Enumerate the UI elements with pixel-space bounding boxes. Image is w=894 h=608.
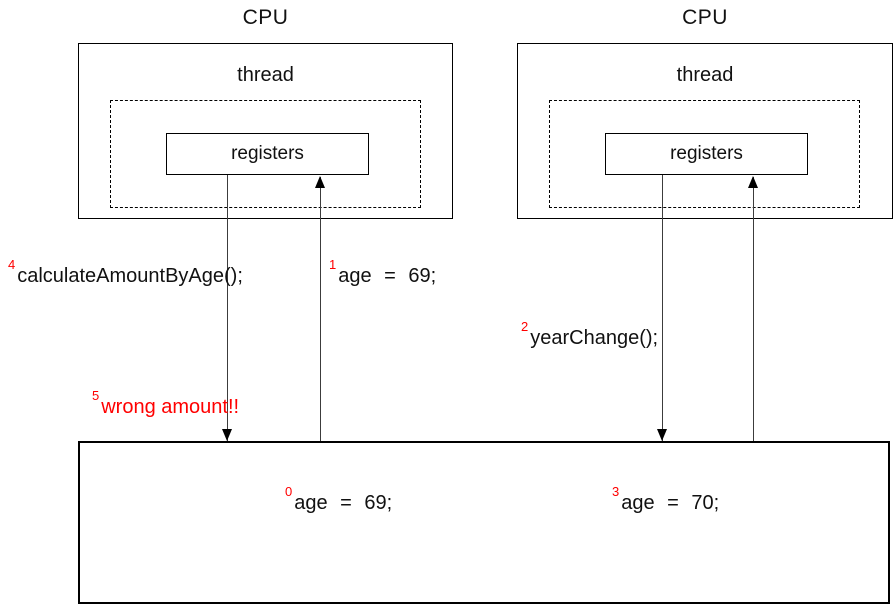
thread-label-left: thread <box>237 64 294 86</box>
registers-label-left: registers <box>231 143 304 164</box>
annotation-wrong-amount: 5wrong amount!! <box>92 383 239 420</box>
step-number-2: 2 <box>521 319 529 334</box>
load-arrowhead-right <box>748 176 758 188</box>
annotation-load-age-69-text: age = 69; <box>338 265 437 287</box>
memory-value-left-text: age = 69; <box>294 492 393 514</box>
annotation-year-change-text: yearChange(); <box>530 327 659 349</box>
annotation-calculate-amount: 4calculateAmountByAge(); <box>8 252 243 289</box>
cpu-title-right: CPU <box>682 6 728 29</box>
thread-label-right: thread <box>676 64 734 86</box>
registers-label-right: registers <box>670 143 743 164</box>
annotation-wrong-amount-text: wrong amount!! <box>101 396 240 418</box>
cpu-box-left: thread registers <box>78 43 453 219</box>
memory-box: 0age = 69; 3age = 70; <box>78 441 890 604</box>
step-number-4: 4 <box>8 257 16 272</box>
store-arrowhead-left <box>222 429 232 441</box>
memory-value-left: 0age = 69; <box>285 479 392 516</box>
annotation-load-age-69: 1age = 69; <box>329 252 436 289</box>
step-number-5: 5 <box>92 388 100 403</box>
cpu-title-left: CPU <box>242 6 289 29</box>
thread-boundary-right: registers <box>549 100 860 208</box>
step-number-3: 3 <box>612 484 620 499</box>
load-arrowhead-left <box>315 176 325 188</box>
store-arrow-line-right <box>662 175 663 441</box>
store-arrowhead-right <box>657 429 667 441</box>
step-number-1: 1 <box>329 257 337 272</box>
store-arrow-line-left <box>227 175 228 441</box>
load-arrow-line-right <box>753 177 754 441</box>
registers-box-left: registers <box>166 133 369 175</box>
load-arrow-line-left <box>320 177 321 441</box>
step-number-0: 0 <box>285 484 293 499</box>
annotation-year-change: 2yearChange(); <box>521 314 658 351</box>
registers-box-right: registers <box>605 133 808 175</box>
memory-value-right: 3age = 70; <box>612 479 719 516</box>
thread-boundary-left: registers <box>110 100 421 208</box>
cpu-box-right: thread registers <box>517 43 893 219</box>
annotation-calculate-amount-text: calculateAmountByAge(); <box>17 265 243 287</box>
memory-value-right-text: age = 70; <box>621 492 720 514</box>
